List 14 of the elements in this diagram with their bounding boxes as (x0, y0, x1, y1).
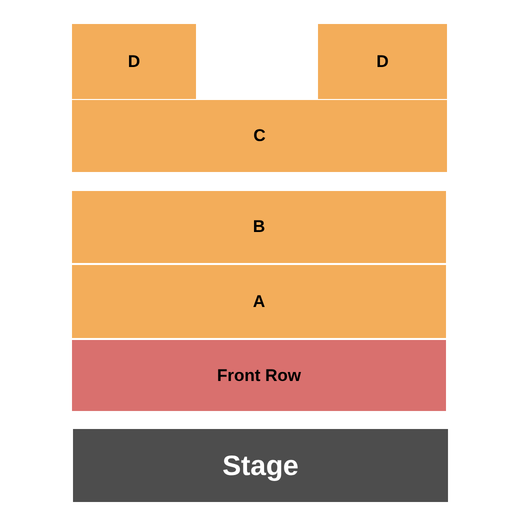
section-label: Stage (222, 450, 299, 482)
seat-section (72, 24, 196, 99)
seat-section (72, 191, 446, 263)
section-label: C (253, 126, 266, 146)
section-label: B (252, 217, 266, 237)
section-label: D (376, 52, 389, 72)
seat-section (318, 24, 447, 99)
seat-section (72, 340, 446, 411)
section-label: D (128, 52, 140, 72)
section-label: Front Row (216, 366, 302, 386)
section-label: A (252, 292, 266, 312)
stage-area (73, 429, 448, 502)
seat-section (72, 100, 447, 172)
seat-section (72, 265, 446, 338)
